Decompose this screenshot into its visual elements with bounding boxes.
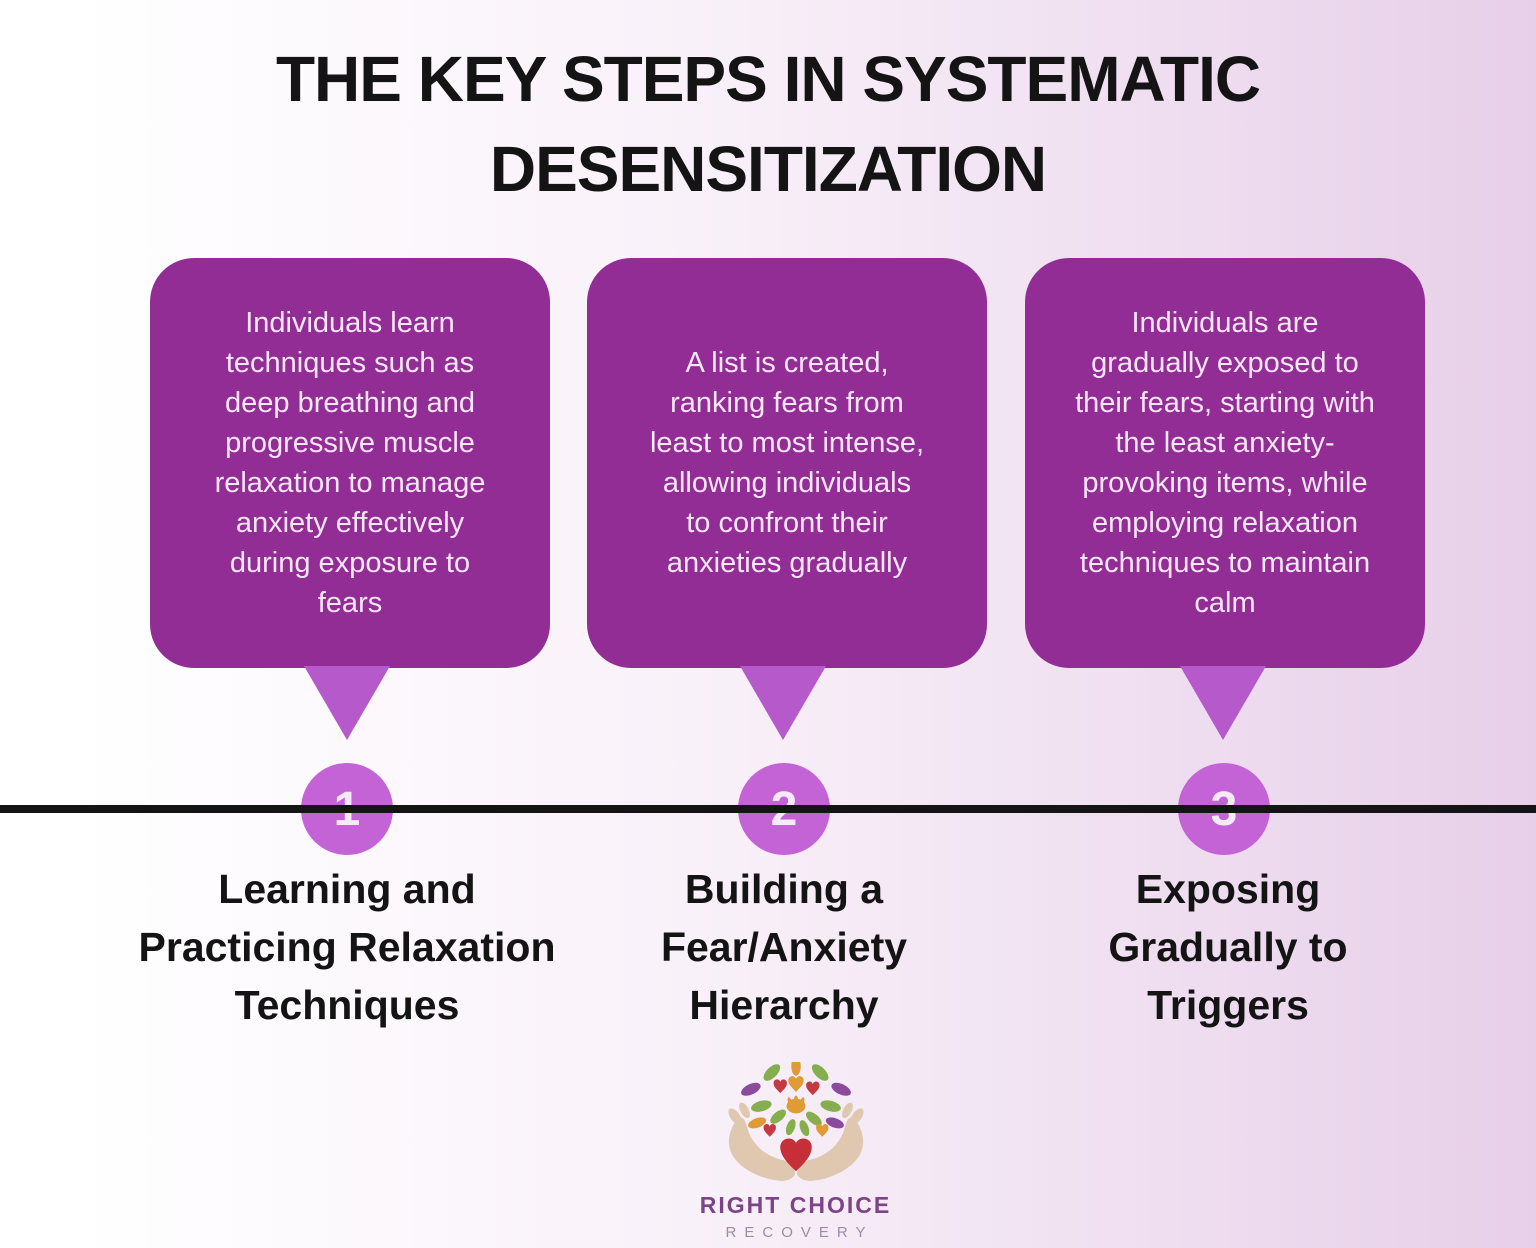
brand-subtitle: RECOVERY (725, 1224, 874, 1241)
step-2-description: A list is created, ranking fears from le… (649, 347, 925, 579)
step-2-box: A list is created, ranking fears from le… (587, 258, 987, 668)
step-1-pointer-triangle (304, 666, 390, 740)
step-1-box: Individuals learn techniques such as dee… (150, 258, 550, 668)
step-3-pointer-triangle (1180, 666, 1266, 740)
step-3-description: Individuals are gradually exposed to the… (1075, 307, 1375, 619)
step-2-label: Building a Fear/Anxiety Hierarchy (660, 866, 908, 1028)
logo-hands (727, 1102, 864, 1181)
logo-heart-icon (779, 1138, 812, 1172)
page-title: THE KEY STEPS IN SYSTEMATIC DESENSITIZAT… (275, 43, 1261, 205)
timeline-line (0, 805, 1536, 813)
logo-tree-crown (740, 1062, 851, 1137)
step-3-label: Exposing Gradually to Triggers (1108, 866, 1348, 1028)
step-1-label: Learning and Practicing Relaxation Techn… (138, 866, 556, 1028)
brand-logo: RIGHT CHOICE RECOVERY (698, 1062, 893, 1241)
step-1-description: Individuals learn techniques such as dee… (214, 307, 486, 619)
hands-holding-heart-tree-icon (727, 1062, 864, 1181)
step-3-box: Individuals are gradually exposed to the… (1025, 258, 1425, 668)
step-2-pointer-triangle (740, 666, 826, 740)
brand-name: RIGHT CHOICE (699, 1192, 892, 1218)
